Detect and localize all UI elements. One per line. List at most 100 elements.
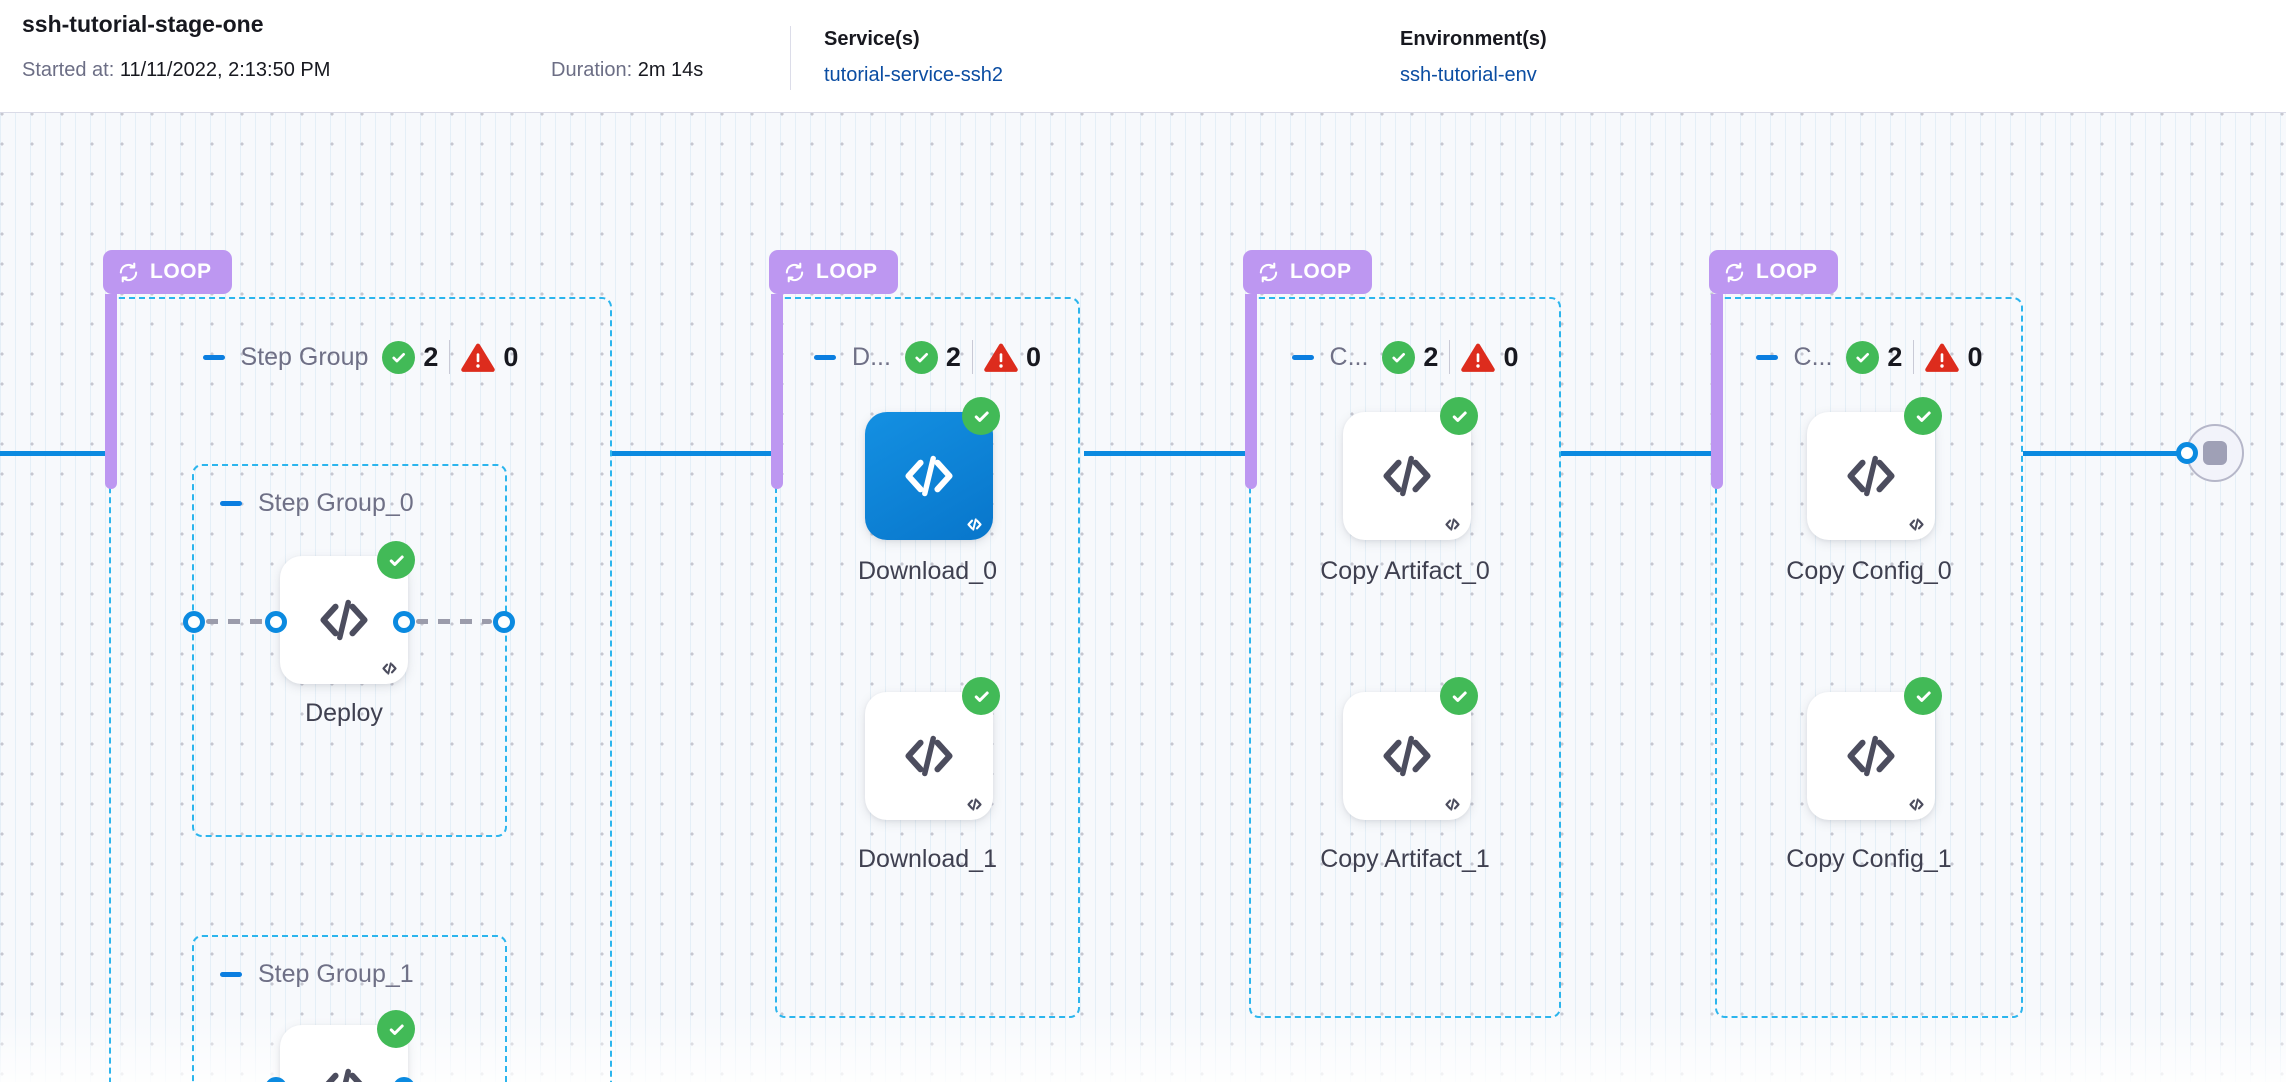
success-check-icon xyxy=(904,340,938,374)
step-name: Download_0 xyxy=(858,557,997,585)
inner-group-step-group-0[interactable]: Step Group_0 xyxy=(183,464,515,837)
connection-point xyxy=(393,611,415,633)
failed-warning-icon xyxy=(984,342,1018,373)
code-icon xyxy=(905,735,953,777)
environments-label: Environment(s) xyxy=(1400,28,1547,50)
shell-script-mini-icon xyxy=(967,518,982,531)
shell-script-mini-icon xyxy=(1445,798,1460,811)
loop-group-copy-config[interactable]: LOOP C... 2 0 xyxy=(1709,250,2023,1018)
step-name: Copy Config_0 xyxy=(1786,557,1952,585)
inner-group-label: Step Group_1 xyxy=(258,960,414,988)
failed-count: 0 xyxy=(1503,341,1519,372)
loop-badge: LOOP xyxy=(103,250,232,294)
connector-line xyxy=(612,451,775,456)
service-link[interactable]: tutorial-service-ssh2 xyxy=(824,64,1003,86)
collapse-icon[interactable] xyxy=(202,354,225,360)
connection-point xyxy=(183,611,205,633)
loop-strip xyxy=(105,294,117,489)
count-divider xyxy=(971,340,973,374)
failed-warning-icon xyxy=(1461,342,1496,373)
shell-script-mini-icon xyxy=(1445,518,1460,531)
started-at-label: Started at: xyxy=(22,59,115,81)
count-divider xyxy=(1449,340,1451,374)
group-header: C... 2 0 xyxy=(1251,340,1559,374)
shell-script-mini-icon xyxy=(1909,518,1924,531)
inner-group-label: Step Group_0 xyxy=(258,489,414,517)
inner-group-header: Step Group_1 xyxy=(220,960,428,989)
environment-link[interactable]: ssh-tutorial-env xyxy=(1400,64,1537,86)
duration-label: Duration: xyxy=(551,59,633,81)
pipeline-canvas[interactable]: LOOP Step Group 2 0 Step Group_0 xyxy=(0,112,2286,1082)
group-header: C... 2 0 xyxy=(1717,340,2021,374)
step-success-icon xyxy=(962,397,1000,435)
step-node-copy-config-0 xyxy=(1807,397,1942,540)
failed-warning-icon xyxy=(461,342,496,373)
step-success-icon xyxy=(1440,397,1478,435)
success-count: 2 xyxy=(1887,341,1903,372)
count-divider xyxy=(1913,340,1915,374)
inner-group-header: Step Group_0 xyxy=(220,489,428,518)
loop-group-copy-artifact[interactable]: LOOP C... 2 0 xyxy=(1243,250,1561,1018)
loop-badge: LOOP xyxy=(1709,250,1838,294)
services-label: Service(s) xyxy=(824,28,920,50)
step-success-icon xyxy=(962,677,1000,715)
stage-title: ssh-tutorial-stage-one xyxy=(22,11,264,37)
duration: Duration: 2m 14s xyxy=(551,59,703,82)
step-success-icon xyxy=(1904,677,1942,715)
step-name: Deploy xyxy=(305,699,383,727)
code-icon xyxy=(1383,735,1431,777)
inner-group-step-group-1[interactable]: Step Group_1 xyxy=(192,935,507,1082)
collapse-icon[interactable] xyxy=(1291,354,1314,360)
connection-point xyxy=(2176,442,2198,464)
loop-group-download[interactable]: LOOP D... 2 0 xyxy=(769,250,1080,1018)
failed-count: 0 xyxy=(503,341,519,372)
started-at: Started at: 11/11/2022, 2:13:50 PM xyxy=(22,59,330,82)
failed-count: 0 xyxy=(1025,341,1041,372)
dashed-connector xyxy=(416,619,492,624)
loop-badge: LOOP xyxy=(769,250,898,294)
collapse-icon[interactable] xyxy=(1755,354,1778,360)
header-divider xyxy=(790,26,791,90)
group-label: C... xyxy=(1329,342,1369,371)
step-node-copy-artifact-0 xyxy=(1343,397,1478,540)
loop-strip xyxy=(1711,294,1723,489)
step-node-download-1 xyxy=(865,677,1000,820)
group-label: D... xyxy=(852,342,891,371)
loop-group-step-group[interactable]: LOOP Step Group 2 0 Step Group_0 xyxy=(103,250,612,1082)
step-success-icon xyxy=(1904,397,1942,435)
step-card-copy-artifact-1[interactable] xyxy=(1343,677,1478,820)
success-check-icon xyxy=(1382,340,1416,374)
code-icon xyxy=(1383,455,1431,497)
loop-strip xyxy=(771,294,783,489)
collapse-icon[interactable] xyxy=(814,354,837,360)
success-check-icon xyxy=(382,340,416,374)
services-block: Service(s) tutorial-service-ssh2 xyxy=(824,28,1003,87)
step-name: Copy Config_1 xyxy=(1786,845,1952,873)
stage-header: ssh-tutorial-stage-one Started at: 11/11… xyxy=(0,0,2286,113)
step-node-deploy xyxy=(280,541,415,684)
code-icon xyxy=(320,599,368,641)
connector-line xyxy=(1084,451,1249,456)
step-node-copy-artifact-1 xyxy=(1343,677,1478,820)
collapse-icon[interactable] xyxy=(220,972,242,977)
step-card-copy-config-1[interactable] xyxy=(1807,677,1942,820)
shell-script-mini-icon xyxy=(967,798,982,811)
failed-warning-icon xyxy=(1925,342,1960,373)
loop-badge-label: LOOP xyxy=(1756,260,1818,283)
step-card[interactable] xyxy=(280,1010,415,1082)
code-icon xyxy=(905,455,953,497)
step-name: Copy Artifact_1 xyxy=(1320,845,1490,873)
step-card-download-1[interactable] xyxy=(865,677,1000,820)
group-header: Step Group 2 0 xyxy=(111,340,610,374)
step-card-download-0[interactable] xyxy=(865,397,1000,540)
step-success-icon xyxy=(377,541,415,579)
connector-line xyxy=(1561,451,1716,456)
step-card-copy-config-0[interactable] xyxy=(1807,397,1942,540)
code-icon xyxy=(1847,455,1895,497)
step-success-icon xyxy=(1440,677,1478,715)
step-card-deploy[interactable] xyxy=(280,541,415,684)
collapse-icon[interactable] xyxy=(220,501,242,506)
step-card-copy-artifact-0[interactable] xyxy=(1343,397,1478,540)
code-icon xyxy=(325,1068,363,1082)
